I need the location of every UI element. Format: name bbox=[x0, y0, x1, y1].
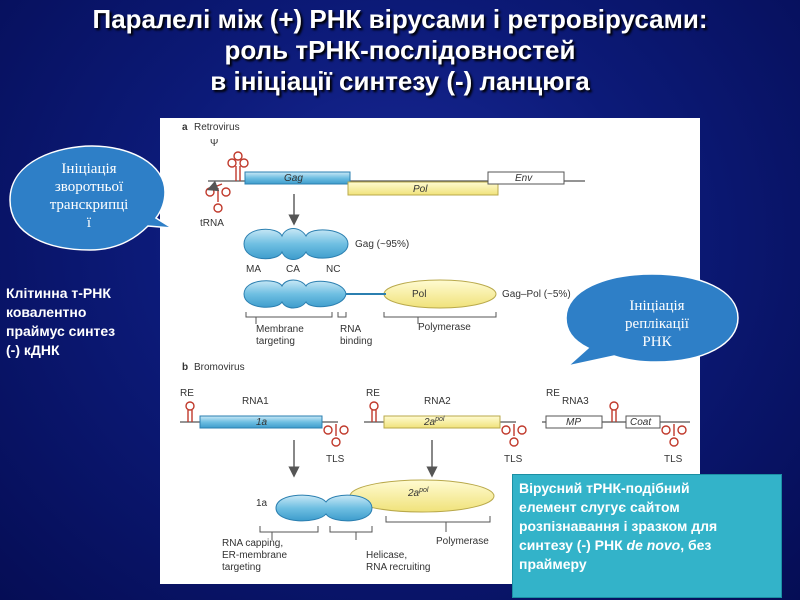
callout-right-text: Ініціація реплікації РНК bbox=[592, 297, 722, 351]
psi-stem-loop bbox=[227, 151, 249, 181]
ma-label: MA bbox=[246, 264, 261, 275]
panel-a-name: Retrovirus bbox=[194, 122, 240, 133]
trna-label: tRNA bbox=[200, 218, 224, 229]
tls-label-1: TLS bbox=[326, 454, 345, 465]
panel-b-letter: b bbox=[182, 362, 188, 373]
rna-binding-label-1: RNA bbox=[340, 324, 361, 335]
protein-1a-label: 1a bbox=[256, 498, 268, 509]
panel-b-name: Bromovirus bbox=[194, 362, 245, 373]
membrane-label-1: Membrane bbox=[256, 324, 304, 335]
gene-mp-label: MP bbox=[566, 417, 581, 428]
rna2-label: RNA2 bbox=[424, 396, 451, 407]
polymerase-label-a: Polymerase bbox=[418, 322, 471, 333]
slide-title: Паралелі між (+) РНК вірусами і ретровір… bbox=[0, 4, 800, 97]
note-line-1: Вірусний тРНК-подібний bbox=[519, 480, 690, 496]
tls-cloverleaf-2 bbox=[501, 424, 527, 447]
re-stem-loop-3 bbox=[609, 401, 619, 422]
pol-gene-label: Pol bbox=[413, 184, 428, 195]
bracket-polymerase-b bbox=[385, 516, 491, 523]
pol-gene bbox=[347, 181, 499, 196]
protein-1a bbox=[275, 494, 373, 522]
tls-cloverleaf-1 bbox=[323, 424, 349, 447]
gagpol-percent-label: Gag–Pol (~5%) bbox=[502, 289, 571, 300]
callout-left-line-2: зворотньої bbox=[54, 179, 124, 195]
note-line-4-post: , без bbox=[680, 537, 712, 553]
title-line-2: роль тРНК-послідовностей bbox=[224, 35, 576, 65]
callout-left-line-4: ї bbox=[86, 215, 92, 231]
gag-percent-label: Gag (~95%) bbox=[355, 239, 409, 250]
gene-1a-label: 1a bbox=[256, 417, 268, 428]
gag-protein bbox=[243, 228, 349, 260]
callout-right-bubble bbox=[565, 273, 739, 368]
callout-left-text: Ініціація зворотньої транскрипці ї bbox=[24, 160, 154, 232]
callout-left-line-1: Ініціація bbox=[61, 161, 117, 177]
nc-label: NC bbox=[326, 264, 340, 275]
gagpol-gag-part bbox=[243, 279, 347, 309]
title-line-3: в ініціації синтезу (-) ланцюга bbox=[210, 66, 590, 96]
helicase-label-2: RNA recruiting bbox=[366, 562, 430, 573]
callout-left-line-3: транскрипці bbox=[49, 197, 129, 213]
bracket-rna-binding bbox=[337, 312, 347, 318]
callout-right-line-3: РНК bbox=[642, 334, 672, 350]
bracket-helicase bbox=[329, 526, 373, 533]
gene-2a bbox=[383, 415, 501, 429]
callout-right-line-1: Ініціація bbox=[629, 298, 685, 314]
left-note-line-2: ковалентно bbox=[6, 304, 87, 320]
note-line-2: елемент слугує сайтом bbox=[519, 499, 680, 515]
tls-cloverleaf-3 bbox=[661, 424, 687, 447]
membrane-label-2: targeting bbox=[256, 336, 295, 347]
note-box: Вірусний тРНК-подібний елемент слугує са… bbox=[512, 474, 782, 598]
left-note-line-4: (-) кДНК bbox=[6, 342, 60, 358]
panel-a-letter: a bbox=[182, 122, 188, 133]
capping-label-2: ER-membrane bbox=[222, 550, 287, 561]
trna-primer-icon bbox=[205, 180, 231, 213]
left-note: Клітинна т-РНК ковалентно праймус синтез… bbox=[6, 284, 166, 360]
re-label-3: RE bbox=[546, 388, 560, 399]
note-line-4-pre: синтезу (-) РНК bbox=[519, 537, 627, 553]
gag-gene bbox=[244, 171, 351, 185]
diagram-svg: a Retrovirus Ψ tRNA Gag Pol Env Gag (~95… bbox=[180, 122, 690, 573]
gag-gene-label: Gag bbox=[284, 173, 303, 184]
bracket-polymerase-a bbox=[383, 312, 497, 318]
ca-label: CA bbox=[286, 264, 300, 275]
pol-protein bbox=[383, 279, 497, 309]
re-stem-loop-2 bbox=[369, 401, 379, 422]
protein-2a-label: 2apol bbox=[407, 487, 429, 499]
note-line-3: розпізнавання і зразком для bbox=[519, 518, 718, 534]
rna-binding-label-2: binding bbox=[340, 336, 372, 347]
gene-coat bbox=[625, 415, 661, 429]
gene-mp bbox=[545, 415, 603, 429]
rna3-label: RNA3 bbox=[562, 396, 589, 407]
title-line-1: Паралелі між (+) РНК вірусами і ретровір… bbox=[92, 4, 708, 34]
tls-label-3: TLS bbox=[664, 454, 683, 465]
re-label-2: RE bbox=[366, 388, 380, 399]
helicase-label-1: Helicase, bbox=[366, 550, 407, 561]
tls-label-2: TLS bbox=[504, 454, 523, 465]
polymerase-label-b: Polymerase bbox=[436, 536, 489, 547]
gene-coat-label: Coat bbox=[630, 417, 652, 428]
note-line-5: праймеру bbox=[519, 556, 587, 572]
psi-label: Ψ bbox=[210, 138, 218, 149]
capping-label-1: RNA capping, bbox=[222, 538, 283, 549]
env-gene bbox=[487, 171, 565, 185]
note-line-4-em: de novo bbox=[626, 537, 681, 553]
re-stem-loop-1 bbox=[185, 401, 195, 422]
env-gene-label: Env bbox=[515, 173, 533, 184]
gene-2a-label: 2apol bbox=[423, 416, 445, 428]
bracket-membrane bbox=[245, 312, 333, 318]
capping-label-3: targeting bbox=[222, 562, 261, 573]
callout-left-bubble bbox=[9, 145, 173, 251]
left-note-line-3: праймус синтез bbox=[6, 323, 116, 339]
re-label-1: RE bbox=[180, 388, 194, 399]
note-line-4: синтезу (-) РНК de novo, без bbox=[519, 536, 775, 555]
callout-right-line-2: реплікації bbox=[625, 316, 689, 332]
bracket-capping bbox=[259, 526, 319, 533]
left-note-line-1: Клітинна т-РНК bbox=[6, 285, 111, 301]
rna1-label: RNA1 bbox=[242, 396, 269, 407]
gene-1a bbox=[199, 415, 323, 429]
pol-protein-label: Pol bbox=[412, 289, 426, 300]
